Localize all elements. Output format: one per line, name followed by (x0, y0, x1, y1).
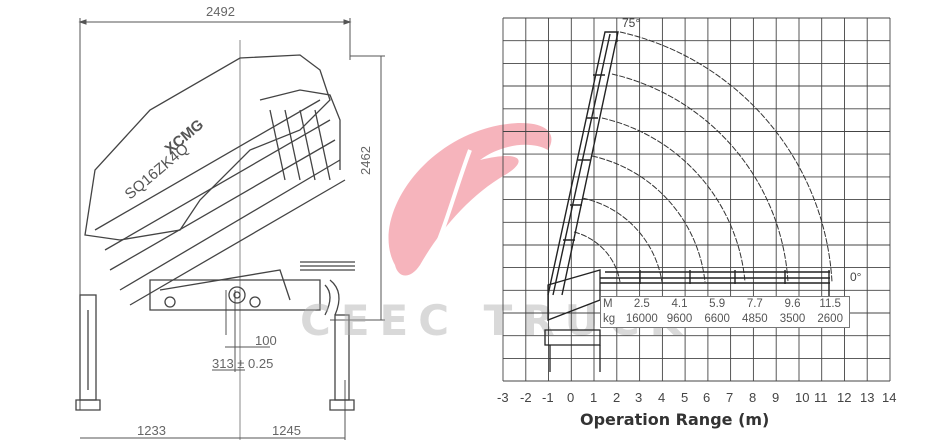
radius-cell: 4.1 (671, 298, 688, 310)
x-tick: 12 (837, 390, 852, 405)
radius-cell: 9.6 (784, 298, 801, 310)
max-angle-label: 75° (622, 16, 641, 30)
x-axis-title: Operation Range (m) (580, 410, 770, 429)
x-tick: 5 (681, 390, 689, 405)
x-tick: 7 (726, 390, 734, 405)
x-tick: -3 (497, 390, 509, 405)
x-tick: 0 (567, 390, 575, 405)
dim-right-span: 1245 (272, 423, 301, 438)
x-tick: 6 (703, 390, 711, 405)
x-tick: 2 (613, 390, 621, 405)
load-cell: 6600 (704, 313, 730, 325)
load-table-radius-row: M 2.5 4.1 5.9 7.7 9.6 11.5 (601, 297, 849, 312)
x-tick: 13 (860, 390, 875, 405)
radius-cell: 2.5 (633, 298, 650, 310)
x-tick: 10 (795, 390, 810, 405)
radius-cell: 11.5 (819, 298, 841, 310)
x-tick: 11 (814, 390, 828, 405)
row-header-kg: kg (603, 313, 616, 325)
dim-overall-width: 2492 (206, 4, 235, 19)
dim-offset-small: 100 (255, 333, 277, 348)
x-tick: 8 (749, 390, 757, 405)
radius-cell: 5.9 (709, 298, 726, 310)
x-tick: 9 (772, 390, 780, 405)
load-cell: 2600 (817, 313, 843, 325)
min-angle-label: 0° (850, 270, 862, 284)
x-tick: 4 (658, 390, 666, 405)
radius-cell: 7.7 (746, 298, 763, 310)
dim-offset-center: 313 ± 0.25 (212, 356, 274, 371)
x-tick: -2 (520, 390, 532, 405)
load-cell: 9600 (666, 313, 693, 325)
load-table: M 2.5 4.1 5.9 7.7 9.6 11.5 kg 16000 9600… (600, 296, 850, 328)
load-cell: 3500 (779, 313, 806, 325)
x-tick: -1 (542, 390, 554, 405)
dim-left-span: 1233 (137, 423, 166, 438)
load-table-load-row: kg 16000 9600 6600 4850 3500 2600 (601, 312, 849, 327)
row-header-m: M (603, 298, 613, 310)
x-tick: 3 (635, 390, 643, 405)
load-cell: 16000 (625, 313, 658, 325)
x-tick: 14 (882, 390, 897, 405)
x-tick: 1 (590, 390, 598, 405)
load-cell: 4850 (742, 313, 768, 325)
